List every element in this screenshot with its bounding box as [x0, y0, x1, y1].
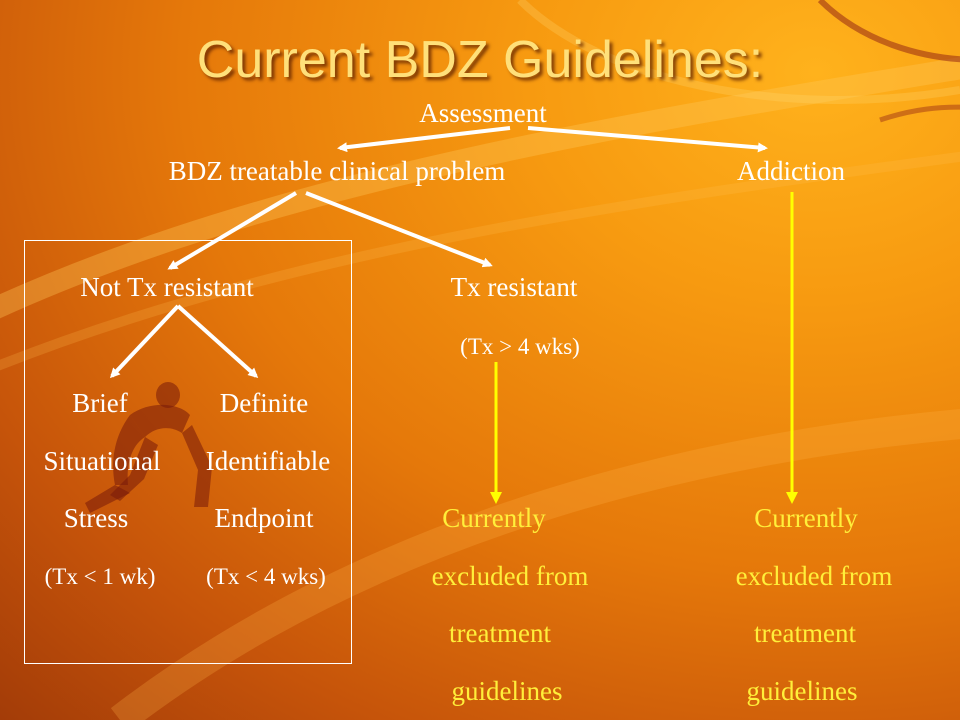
brief-note: (Tx < 1 wk) — [44, 564, 156, 589]
node-tx-resistant: Tx resistant — [450, 272, 578, 302]
runner-silhouette-icon — [85, 382, 212, 513]
node-addiction: Addiction — [737, 156, 845, 186]
arrow-not-tx-to-definite — [176, 304, 259, 379]
arrow-not-tx-to-brief — [109, 304, 180, 379]
excluded-right-line2: excluded from — [735, 561, 893, 591]
brief-line1: Brief — [72, 388, 128, 418]
excluded-mid-line1: Currently — [442, 503, 546, 533]
tx-resistant-note: (Tx > 4 wks) — [460, 334, 580, 359]
node-assessment: Assessment — [419, 98, 547, 128]
excluded-mid-line3: treatment — [449, 618, 551, 648]
excluded-right-line4: guidelines — [746, 676, 858, 706]
not-tx-resistant-box — [24, 240, 352, 664]
excluded-right-line1: Currently — [754, 503, 858, 533]
arrow-assessment-to-addiction — [527, 126, 768, 153]
definite-line3: Endpoint — [214, 503, 314, 533]
slide-title: Current BDZ Guidelines: — [196, 31, 764, 89]
excluded-mid-line4: guidelines — [451, 676, 563, 706]
definite-line1: Definite — [219, 388, 309, 418]
node-not-tx-resistant: Not Tx resistant — [80, 272, 254, 302]
definite-line2: Identifiable — [205, 446, 331, 476]
definite-note: (Tx < 4 wks) — [206, 564, 326, 589]
arrow-bdz-to-tx-resistant — [305, 191, 493, 268]
arrow-bdz-to-not-tx-resistant — [167, 191, 298, 270]
arrow-assessment-to-bdz — [337, 126, 511, 153]
brief-line2: Situational — [43, 446, 161, 476]
excluded-mid-line2: excluded from — [431, 561, 589, 591]
excluded-right-line3: treatment — [754, 618, 856, 648]
node-bdz-treatable-problem: BDZ treatable clinical problem — [168, 156, 506, 186]
brief-line3: Stress — [63, 503, 129, 533]
